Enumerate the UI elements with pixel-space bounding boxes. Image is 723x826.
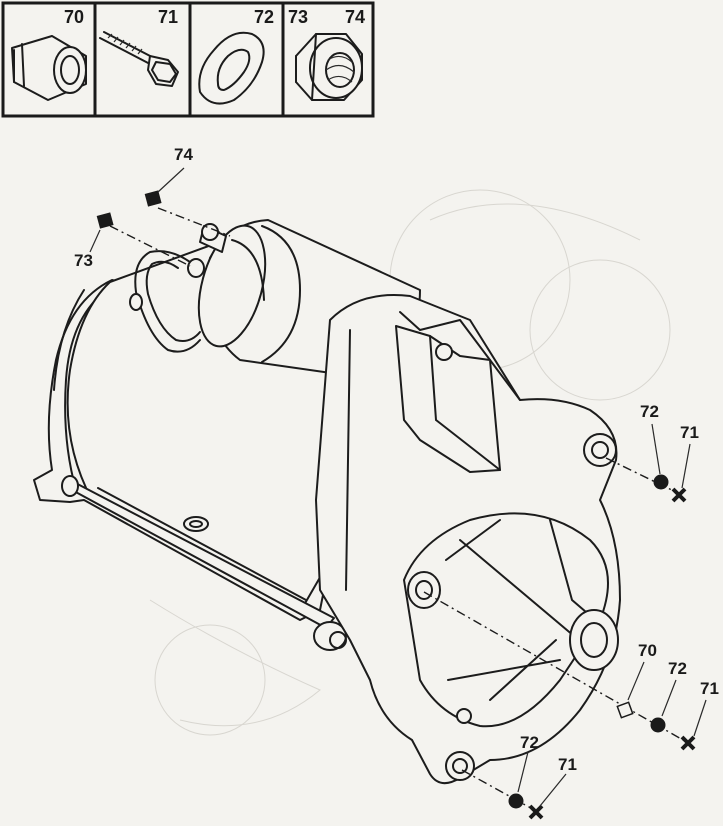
upper-mount-hole — [583, 433, 617, 467]
legend-label-73: 73 — [288, 7, 308, 27]
legend-box-70: 70 — [11, 7, 87, 101]
washer-72-bottom — [508, 793, 524, 809]
through-bolt — [61, 475, 347, 651]
callout-72-lower: 72 — [668, 659, 687, 678]
callout-73-left: 73 — [74, 251, 93, 270]
callout-71-bottom: 71 — [558, 755, 577, 774]
callout-labels: 74 73 72 71 70 72 71 72 71 — [74, 145, 719, 774]
legend-box-72: 72 — [198, 7, 274, 105]
nut-74-top — [144, 190, 162, 207]
callout-leaders — [89, 167, 707, 807]
washer-icon — [198, 31, 265, 105]
fastener-axes — [109, 207, 691, 813]
yoke-rivet — [183, 516, 209, 532]
bolt-71-bottom — [528, 804, 544, 820]
bolt-71-upper — [671, 487, 687, 503]
center-mount-hole — [407, 571, 441, 609]
legend-label-74: 74 — [345, 7, 365, 27]
legend-label-72: 72 — [254, 7, 274, 27]
callout-71-upper: 71 — [680, 423, 699, 442]
legend-box-73-74: 73 74 — [288, 7, 365, 101]
legend-label-71: 71 — [158, 7, 178, 27]
callout-71-lower: 71 — [700, 679, 719, 698]
callout-74-top: 74 — [174, 145, 193, 164]
pinion-nose — [569, 609, 619, 671]
drive-end-housing — [315, 294, 621, 785]
bolt-71-lower — [680, 735, 696, 751]
washer-72-upper — [653, 474, 669, 490]
starter-motor — [33, 219, 621, 785]
lock-nut-icon — [295, 33, 363, 101]
sleeve-70-lower — [616, 701, 634, 719]
bolt-icon — [99, 31, 179, 87]
lower-mount-hole — [445, 751, 475, 781]
parts-legend: 70 71 72 73 — [1, 1, 375, 118]
callout-70-lower: 70 — [638, 641, 657, 660]
nut-73-left — [96, 212, 114, 229]
legend-label-70: 70 — [64, 7, 84, 27]
callout-72-upper: 72 — [640, 402, 659, 421]
solenoid-cable-strap — [129, 250, 205, 353]
solenoid-terminal-stud — [199, 223, 227, 253]
sleeve-icon — [11, 35, 87, 101]
legend-box-71: 71 — [99, 7, 179, 87]
washer-72-lower — [650, 717, 666, 733]
callout-72-bottom: 72 — [520, 733, 539, 752]
